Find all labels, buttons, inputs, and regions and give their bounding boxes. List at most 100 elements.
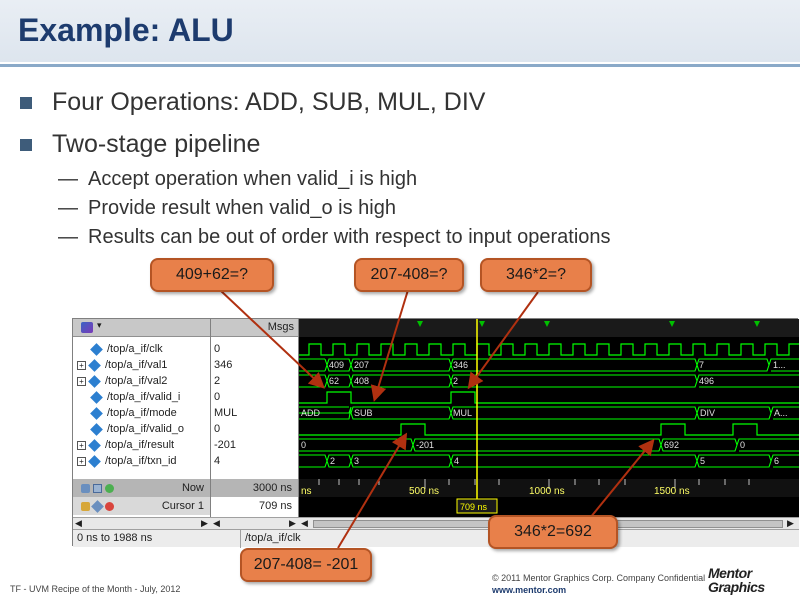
sub-bullet: — Accept operation when valid_i is high (58, 168, 417, 191)
expand-icon[interactable]: + (77, 456, 86, 466)
signal-row[interactable]: /top/a_if/mode (73, 405, 210, 421)
add-icon[interactable] (105, 484, 114, 493)
signal-row[interactable]: /top/a_if/valid_o (73, 421, 210, 437)
bus-label: 1... (773, 360, 786, 370)
signal-value: -201 (214, 439, 237, 451)
bus-label: ADD (301, 408, 321, 418)
signal-icon (88, 358, 101, 372)
bullet-item: Two-stage pipeline (20, 130, 260, 159)
signal-name: /top/a_if/mode (107, 407, 177, 419)
expand-icon[interactable]: + (77, 440, 86, 450)
bus-label: 346 (453, 360, 468, 370)
bus-label: SUB (354, 408, 373, 418)
signal-name: /top/a_if/valid_o (107, 423, 185, 435)
bullet-text: Four Operations: ADD, SUB, MUL, DIV (52, 88, 486, 116)
signal-icon (90, 342, 103, 356)
bus-label: 207 (354, 360, 369, 370)
bus-label: 408 (354, 376, 369, 386)
now-value: 3000 ns (211, 479, 298, 497)
bullet-marker-icon (20, 96, 32, 109)
signal-value: 0 (214, 423, 221, 435)
time-tick-label: 500 ns (409, 486, 439, 497)
close-icon[interactable] (105, 502, 114, 511)
sub-bullet-dash: — (58, 197, 78, 219)
signal-icon (90, 422, 103, 436)
scroll-right-icon[interactable]: ▶ (201, 518, 208, 528)
now-label: Now (181, 482, 204, 494)
signal-value: 0 (214, 343, 221, 355)
callout-207-minus-408-result: 207-408= -201 (240, 548, 372, 582)
bus-label: 5 (700, 456, 705, 466)
mode-bus (299, 406, 799, 420)
footer-left-text: TF - UVM Recipe of the Month - July, 201… (10, 584, 181, 594)
clk-wave (299, 343, 799, 356)
valid-i-wave (299, 391, 799, 404)
signal-value: 2 (214, 375, 221, 387)
zoom-icon[interactable] (81, 484, 90, 493)
grid-icon[interactable] (93, 484, 102, 493)
bus-label: 2 (453, 376, 458, 386)
signal-row[interactable]: +/top/a_if/txn_id (73, 453, 210, 469)
horizontal-scrollbar[interactable]: ◀ ▶ ◀ ▶ ◀ ▶ (73, 517, 799, 529)
bus-label: 6 (774, 456, 779, 466)
waveform-canvas[interactable]: 409 207 346 7 1... 6 2 408 2 496 (299, 319, 799, 517)
callout-409-plus-62: 409+62=? (150, 258, 274, 292)
marker-icon (669, 321, 675, 327)
marker-icon (754, 321, 760, 327)
time-tick-label: 1000 ns (529, 486, 565, 497)
bus-label: 409 (329, 360, 344, 370)
signal-row[interactable]: +/top/a_if/val1 (73, 357, 210, 373)
scroll-left-icon[interactable]: ◀ (301, 518, 308, 528)
callout-207-minus-408: 207-408=? (354, 258, 464, 292)
val1-bus (299, 358, 799, 372)
name-pane-header: ▾ (73, 319, 210, 337)
bus-label: 0 (301, 440, 306, 450)
scroll-left-icon[interactable]: ◀ (75, 518, 82, 528)
scroll-left-icon[interactable]: ◀ (213, 518, 220, 528)
val2-bus (299, 374, 799, 388)
sub-bullet-dash: — (58, 226, 78, 248)
wave-header (299, 319, 799, 337)
signal-name: /top/a_if/clk (107, 343, 163, 355)
expand-icon[interactable]: + (77, 360, 86, 370)
bus-label: 496 (699, 376, 714, 386)
signal-row[interactable]: +/top/a_if/result (73, 437, 210, 453)
wave-toolbar-icon[interactable] (81, 322, 93, 333)
waveform-pane[interactable]: 409 207 346 7 1... 6 2 408 2 496 (299, 319, 799, 517)
signal-name: /top/a_if/valid_i (107, 391, 181, 403)
signal-row[interactable]: +/top/a_if/val2 (73, 373, 210, 389)
cursor-marker-box (456, 498, 498, 514)
result-bus (299, 438, 799, 452)
signal-row[interactable]: /top/a_if/clk (73, 341, 210, 357)
signal-name-pane: ▾ /top/a_if/clk +/top/a_if/val1 +/top/a_… (73, 319, 211, 517)
bus-label: 3 (354, 456, 359, 466)
footer-copyright: © 2011 Mentor Graphics Corp. Company Con… (492, 573, 706, 583)
cursor-value: 709 ns (211, 497, 298, 515)
signal-icon (88, 374, 101, 388)
sub-bullet-dash: — (58, 168, 78, 190)
signal-row[interactable]: /top/a_if/valid_i (73, 389, 210, 405)
logo-line-1: Mentor (708, 565, 752, 581)
sub-bullet: — Results can be out of order with respe… (58, 226, 611, 249)
sub-bullet-text: Provide result when valid_o is high (88, 197, 396, 219)
chevron-down-icon[interactable]: ▾ (97, 320, 102, 330)
bus-label: 7 (699, 360, 704, 370)
lock-icon[interactable] (81, 502, 90, 511)
waveform-window: ▾ /top/a_if/clk +/top/a_if/val1 +/top/a_… (72, 318, 799, 548)
expand-icon[interactable]: + (77, 376, 86, 386)
sub-bullet: — Provide result when valid_o is high (58, 197, 396, 220)
valid-o-wave (299, 423, 799, 436)
sub-bullet-text: Accept operation when valid_i is high (88, 168, 418, 190)
footer-url: www.mentor.com (492, 585, 567, 595)
pencil-icon[interactable] (91, 500, 104, 513)
status-range: 0 ns to 1988 ns (73, 530, 241, 548)
title-divider (0, 64, 800, 67)
signal-value-pane: Msgs 0 346 2 0 MUL 0 -201 4 3000 ns 709 … (211, 319, 299, 517)
now-row: Now (73, 479, 210, 497)
scroll-right-icon[interactable]: ▶ (289, 518, 296, 528)
bus-label: 2 (330, 456, 335, 466)
title-bar (0, 0, 800, 62)
signal-value: 346 (214, 359, 233, 371)
bus-label: 4 (454, 456, 459, 466)
scroll-right-icon[interactable]: ▶ (787, 518, 794, 528)
